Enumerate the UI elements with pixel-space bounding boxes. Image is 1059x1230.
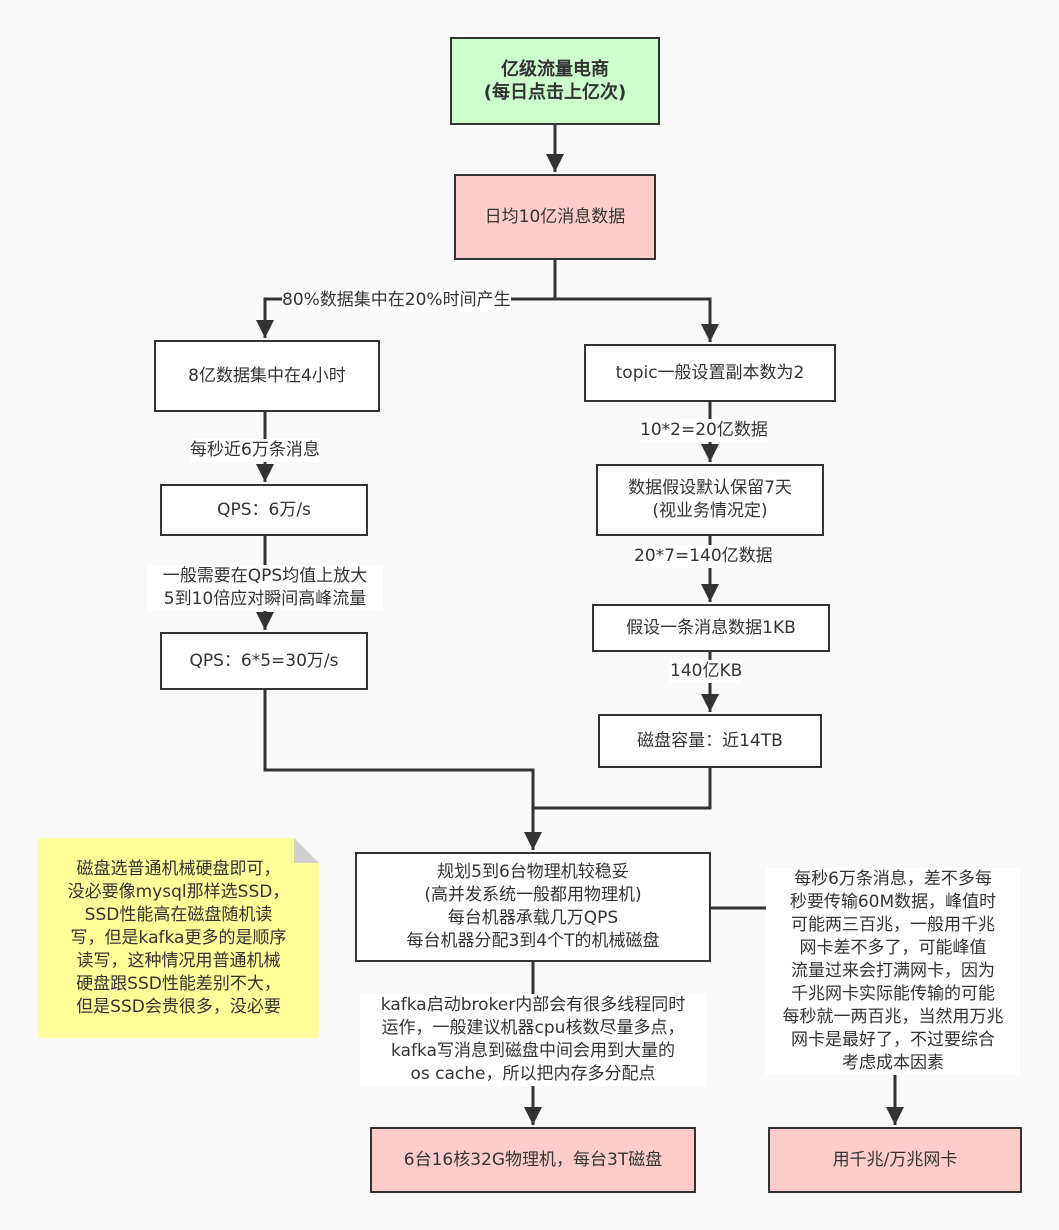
label-days-calc: 20*7=140亿数据 [634, 545, 773, 568]
node-nic-text: 用千兆/万兆网卡 [832, 1149, 958, 1170]
node-retention: 数据假设默认保留7天 (视业务情况定) [596, 464, 824, 536]
label-network-line-9: 考虑成本因素 [842, 1053, 944, 1073]
label-80-20-text: 80%数据集中在20%时间产生 [282, 290, 511, 310]
label-broker-advice: kafka启动broker内部会有很多线程同时 运作，一般建议机器cpu核数尽量… [360, 994, 706, 1086]
node-plan-line-3: 每台机器承载几万QPS [447, 908, 619, 928]
node-top-line-2: (每日点击上亿次) [483, 82, 627, 103]
label-per-second: 每秒近6万条消息 [190, 439, 320, 462]
node-result-text: 6台16核32G物理机，每台3T磁盘 [403, 1149, 663, 1170]
label-replica-calc: 10*2=20亿数据 [640, 419, 768, 442]
label-amplify: 一般需要在QPS均值上放大 5到10倍应对瞬间高峰流量 [147, 565, 383, 611]
node-retain-line-2: (视业务情况定) [652, 501, 768, 521]
label-amplify-line-2: 5到10倍应对瞬间高峰流量 [163, 589, 367, 609]
label-amplify-line-1: 一般需要在QPS均值上放大 [162, 566, 368, 586]
node-result-machines: 6台16核32G物理机，每台3T磁盘 [370, 1127, 696, 1193]
note-line-2: 没必要像mysql那样选SSD， [67, 881, 290, 902]
label-network-line-7: 每秒就一两百兆，当然用万兆 [782, 1007, 1004, 1027]
label-network-line-8: 网卡是最好了，不过要综合 [791, 1030, 995, 1050]
label-network-line-1: 每秒6万条消息，差不多每 [794, 869, 992, 889]
node-daily-text: 日均10亿消息数据 [484, 206, 626, 227]
node-topic-replica: topic一般设置副本数为2 [584, 344, 836, 402]
label-network-advice: 每秒6万条消息，差不多每 秒要传输60M数据，峰值时 可能两三百兆，一般用千兆 … [766, 868, 1020, 1075]
label-network-line-2: 秒要传输60M数据，峰值时 [789, 892, 997, 912]
node-topic-text: topic一般设置副本数为2 [615, 362, 805, 383]
node-disk-text: 磁盘容量：近14TB [637, 730, 783, 751]
node-top-line-1: 亿级流量电商 [501, 59, 609, 80]
node-plan-line-1: 规划5到6台物理机较稳妥 [437, 862, 629, 882]
sticky-note-disk-choice: 磁盘选普通机械硬盘即可， 没必要像mysql那样选SSD， SSD性能高在磁盘随… [38, 838, 319, 1038]
node-retain-line-1: 数据假设默认保留7天 [628, 478, 792, 498]
node-machine-plan: 规划5到6台物理机较稳妥 (高并发系统一般都用物理机) 每台机器承载几万QPS … [355, 852, 711, 962]
label-network-line-3: 可能两三百兆，一般用千兆 [791, 915, 995, 935]
note-line-5: 读写，这种情况用普通机械 [76, 950, 281, 971]
edge-disk-to-plan [533, 768, 712, 810]
label-network-line-5: 流量过来会打满网卡，因为 [791, 961, 995, 981]
node-qps-text: QPS：6万/s [217, 499, 311, 520]
node-peak-text: 8亿数据集中在4小时 [188, 365, 346, 386]
label-broker-line-1: kafka启动broker内部会有很多线程同时 [380, 995, 686, 1015]
node-qps-avg: QPS：6万/s [160, 484, 368, 536]
node-plan-line-4: 每台机器分配3到4个T的机械磁盘 [406, 931, 660, 951]
node-disk-capacity: 磁盘容量：近14TB [598, 714, 822, 768]
label-broker-line-3: kafka写消息到磁盘中间会用到大量的 [391, 1041, 675, 1061]
label-replica-text: 10*2=20亿数据 [640, 420, 768, 440]
label-days-text: 20*7=140亿数据 [634, 546, 773, 566]
note-line-3: SSD性能高在磁盘随机读 [84, 904, 273, 925]
note-line-6: 硬盘跟SSD性能差别不大， [76, 973, 281, 994]
node-peak-hours: 8亿数据集中在4小时 [154, 340, 380, 412]
label-kb-total: 140亿KB [670, 660, 743, 683]
note-line-7: 但是SSD会贵很多，没必要 [76, 996, 281, 1017]
node-network-card: 用千兆/万兆网卡 [768, 1127, 1022, 1193]
label-network-line-6: 千兆网卡实际能传输的可能 [791, 984, 995, 1004]
edge-daily-to-topic [555, 297, 719, 342]
label-per-second-text: 每秒近6万条消息 [190, 440, 320, 460]
node-daily-messages: 日均10亿消息数据 [454, 174, 656, 260]
node-plan-line-2: (高并发系统一般都用物理机) [424, 885, 642, 905]
node-qps-peak: QPS：6*5=30万/s [160, 632, 368, 690]
node-message-size: 假设一条消息数据1KB [592, 604, 830, 652]
node-msgsize-text: 假设一条消息数据1KB [626, 617, 796, 638]
label-80-20-rule: 80%数据集中在20%时间产生 [282, 289, 511, 312]
label-network-line-4: 网卡差不多了，可能峰值 [799, 938, 987, 958]
node-billion-traffic-ecommerce: 亿级流量电商 (每日点击上亿次) [450, 37, 660, 125]
label-broker-line-2: 运作，一般建议机器cpu核数尽量多点， [381, 1018, 685, 1038]
note-line-4: 写，但是kafka更多的是顺序 [70, 927, 287, 948]
label-kb-text: 140亿KB [670, 661, 743, 681]
node-qps-peak-text: QPS：6*5=30万/s [189, 650, 339, 671]
note-line-1: 磁盘选普通机械硬盘即可， [76, 858, 281, 879]
edge-qpspeak-to-plan [263, 690, 542, 850]
label-broker-line-4: os cache，所以把内存多分配点 [410, 1064, 656, 1084]
